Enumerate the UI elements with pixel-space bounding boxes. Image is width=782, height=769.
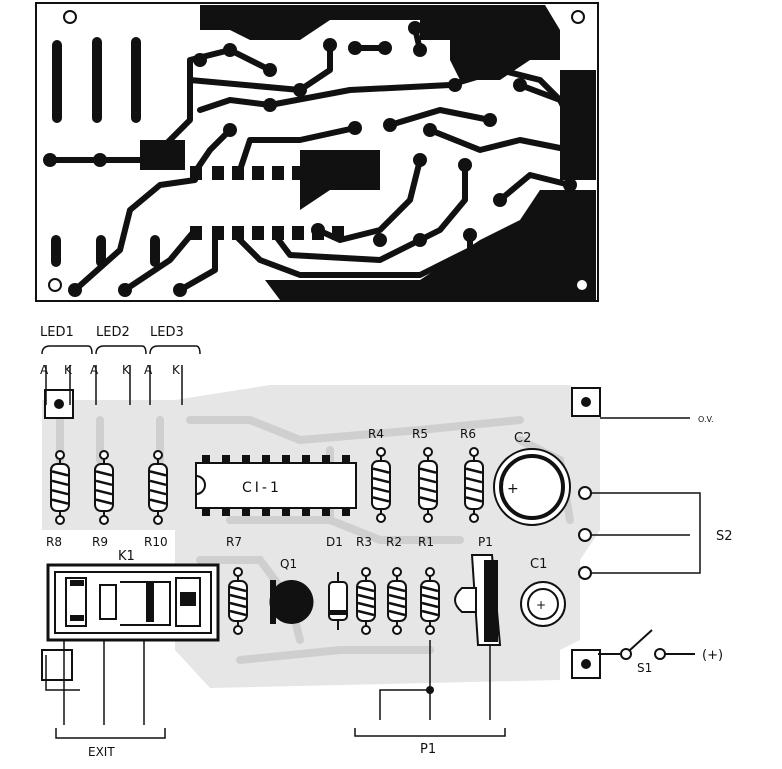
- p1-bottom-label: P1: [420, 742, 436, 757]
- resistor: [464, 447, 484, 523]
- resistors: [50, 447, 484, 635]
- svg-text:+: +: [536, 598, 546, 612]
- mount-hole: [571, 10, 585, 24]
- diode-d1: [328, 572, 348, 630]
- capacitor-c2: +: [493, 448, 571, 526]
- copper-layout: [35, 2, 599, 302]
- c1-label: C1: [530, 557, 547, 572]
- labels: LED1 LED2 LED3 A K A K A K CI-1 C2 C1 K1…: [40, 325, 733, 759]
- r9-label: R9: [92, 535, 108, 549]
- led1-label: LED1: [40, 325, 74, 340]
- led3-label: LED3: [150, 325, 184, 340]
- resistor: [148, 450, 168, 525]
- copper-tracks: [47, 25, 578, 293]
- r4-label: R4: [368, 427, 384, 441]
- resistor: [371, 447, 391, 523]
- led-pads: [51, 37, 160, 267]
- r3-label: R3: [356, 535, 372, 549]
- mount-hole: [63, 10, 77, 24]
- ground-pour-top: [200, 5, 560, 80]
- led3-anode-label: A: [144, 363, 153, 377]
- svg-text:+: +: [507, 481, 519, 497]
- resistor: [420, 567, 440, 635]
- capacitor-c1: +: [520, 581, 566, 627]
- r6-label: R6: [460, 427, 476, 441]
- resistor: [94, 450, 114, 525]
- ov-label: O.V.: [698, 415, 714, 424]
- mount-hole: [54, 399, 64, 409]
- mount-hole: [575, 278, 589, 292]
- led-braces: [41, 345, 201, 355]
- r1-label: R1: [418, 535, 434, 549]
- relay-k1: [46, 563, 220, 642]
- ic-label: CI-1: [242, 480, 282, 496]
- r8-label: R8: [46, 535, 62, 549]
- led2-label: LED2: [96, 325, 130, 340]
- p1-trimmer-label: P1: [478, 535, 493, 549]
- mount-pad: [41, 649, 73, 681]
- led1-anode-label: A: [40, 363, 49, 377]
- ground-pour-bottom: [265, 190, 596, 300]
- side-wires: [591, 417, 701, 574]
- mount-hole: [581, 659, 591, 669]
- r10-label: R10: [144, 535, 168, 549]
- r2-label: R2: [386, 535, 402, 549]
- q1-label: Q1: [280, 557, 297, 571]
- ground-pour-right: [560, 70, 596, 180]
- switch-s1: [598, 629, 695, 660]
- ic-ci1: [195, 455, 357, 516]
- led2-anode-label: A: [90, 363, 99, 377]
- led1-cathode-label: K: [64, 363, 73, 377]
- resistor: [418, 447, 438, 523]
- resistor: [228, 567, 248, 635]
- led3-cathode-label: K: [172, 363, 181, 377]
- k1-label: K1: [118, 549, 135, 564]
- led2-cathode-label: K: [122, 363, 131, 377]
- exit-label: EXIT: [88, 745, 115, 759]
- plus-label: (+): [702, 648, 723, 663]
- mount-hole: [48, 278, 62, 292]
- s2-label: S2: [716, 529, 733, 544]
- r5-label: R5: [412, 427, 428, 441]
- bottom-wires: [45, 640, 506, 739]
- transistor-q1: [269, 580, 314, 624]
- copper-board-outline: [35, 2, 599, 302]
- mount-hole: [581, 397, 591, 407]
- d1-label: D1: [326, 535, 343, 549]
- trimmer-p1: [454, 554, 502, 646]
- ic-pads-copper: [190, 166, 344, 240]
- junction-dot: [426, 686, 434, 694]
- r7-label: R7: [226, 535, 242, 549]
- led-leads: [45, 365, 183, 405]
- s1-label: S1: [637, 661, 652, 675]
- c2-label: C2: [514, 431, 531, 446]
- resistor: [50, 450, 70, 525]
- round-pads: [43, 21, 582, 297]
- resistor: [387, 567, 407, 635]
- resistor: [356, 567, 376, 635]
